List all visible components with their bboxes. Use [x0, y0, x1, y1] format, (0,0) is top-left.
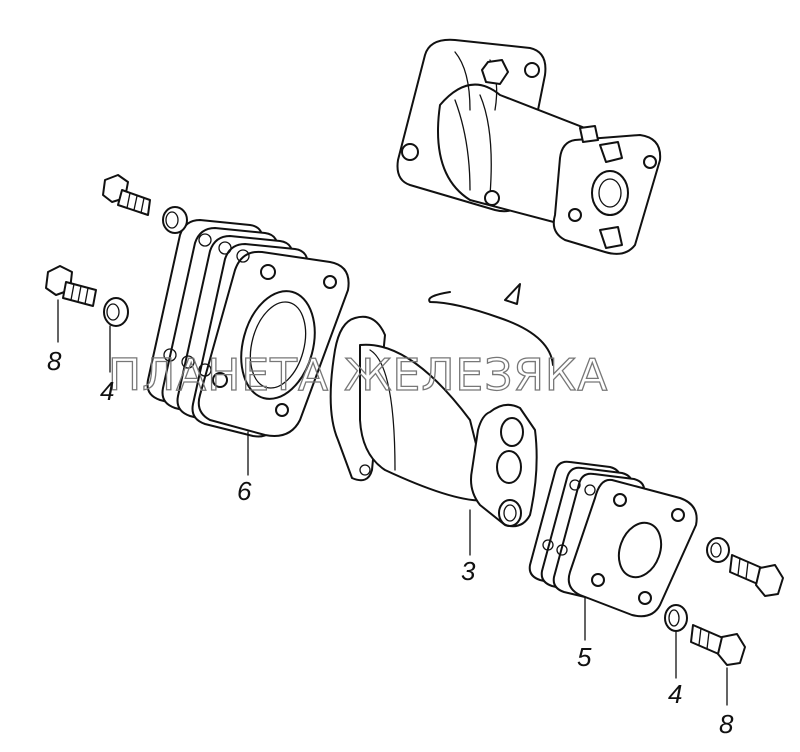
callout-8-right: 8 — [719, 709, 734, 739]
watermark-text: ПЛАНЕТА ЖЕЛЕЗЯКА — [108, 350, 608, 401]
exhaust-pipe-elbow — [329, 315, 538, 528]
washer-left-lower — [103, 297, 129, 327]
callout-3: 3 — [461, 556, 476, 586]
assembly-direction-arrow — [428, 283, 554, 366]
callout-6: 6 — [237, 476, 252, 506]
bolt-left-upper — [102, 174, 151, 216]
leader-lines — [57, 299, 728, 706]
gasket-stack-large — [146, 219, 350, 438]
bolt-right-upper — [729, 554, 784, 597]
callout-8-left: 8 — [47, 346, 62, 376]
washer-right-upper — [706, 537, 730, 563]
bolt-left-lower — [45, 265, 97, 307]
callout-5: 5 — [577, 642, 592, 672]
callout-4-left: 4 — [100, 376, 114, 406]
washer-left-upper — [162, 206, 188, 234]
assembled-exhaust-pipe-unit — [396, 38, 662, 255]
callout-4-right: 4 — [668, 679, 682, 709]
washer-right-lower — [664, 604, 688, 632]
bolt-right-lower — [690, 624, 746, 666]
gasket-stack-small — [528, 460, 698, 618]
